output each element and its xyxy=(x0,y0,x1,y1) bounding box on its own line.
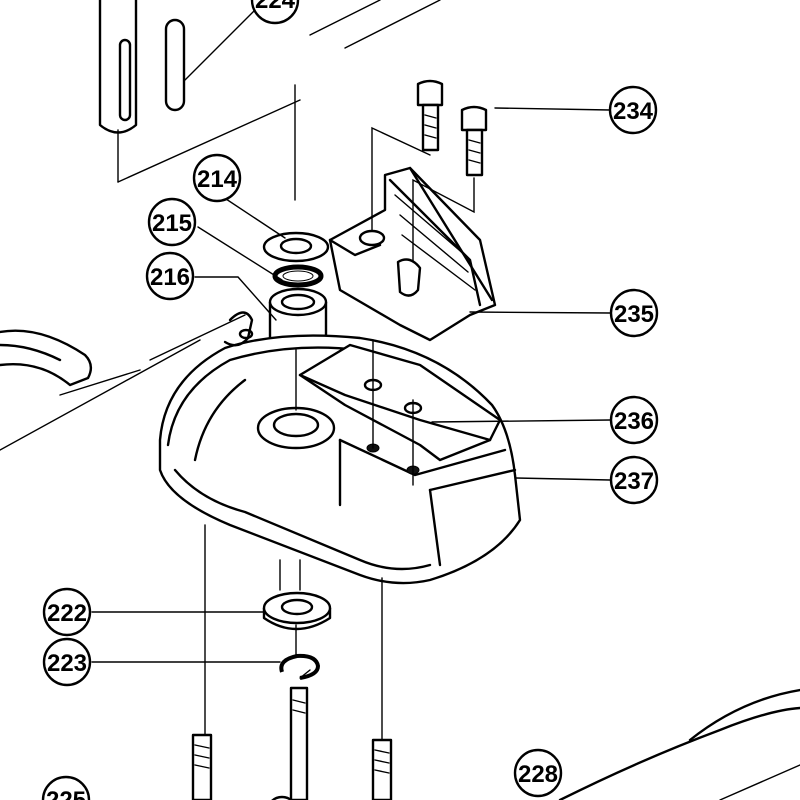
washer-222 xyxy=(262,591,332,631)
callout-223-label: 223 xyxy=(47,650,87,677)
callout-236: 236 xyxy=(609,395,659,445)
callout-222: 222 xyxy=(42,587,92,637)
axis-lines-lower xyxy=(204,339,414,741)
callout-215: 215 xyxy=(147,197,197,247)
leader-lines xyxy=(91,9,611,663)
shaft-key-part xyxy=(98,0,186,183)
callout-237-label: 237 xyxy=(614,468,654,495)
callout-216-label: 216 xyxy=(150,264,190,291)
washer-214 xyxy=(262,231,330,263)
callout-237: 237 xyxy=(609,455,659,505)
callout-236-label: 236 xyxy=(614,408,654,435)
callout-215-label: 215 xyxy=(152,210,192,237)
callout-228-label: 228 xyxy=(518,761,558,788)
construction-lines xyxy=(0,0,441,451)
callout-228: 228 xyxy=(513,748,563,798)
callout-224: 224 xyxy=(250,0,300,25)
callout-235: 235 xyxy=(609,288,659,338)
partial-callout-bottom xyxy=(271,795,293,800)
callout-234: 234 xyxy=(608,85,658,135)
callout-214: 214 xyxy=(192,153,242,203)
callout-235-label: 235 xyxy=(614,301,654,328)
callout-223: 223 xyxy=(42,637,92,687)
callout-216: 216 xyxy=(145,251,195,301)
bracket-arm xyxy=(0,329,93,387)
part-228-body xyxy=(558,688,800,800)
callout-214-label: 214 xyxy=(197,166,238,193)
screw-axis-lines xyxy=(371,126,475,263)
callout-222-label: 222 xyxy=(47,600,87,627)
snap-ring-223 xyxy=(279,653,321,680)
callout-225-label: 225 xyxy=(46,787,86,800)
callout-234-label: 234 xyxy=(613,98,654,125)
studs-lower xyxy=(191,686,393,800)
cap-screws-234 xyxy=(416,79,488,177)
callout-224-label: 224 xyxy=(255,0,296,14)
o-ring-215 xyxy=(272,264,324,288)
callout-225: 225 xyxy=(41,775,91,800)
